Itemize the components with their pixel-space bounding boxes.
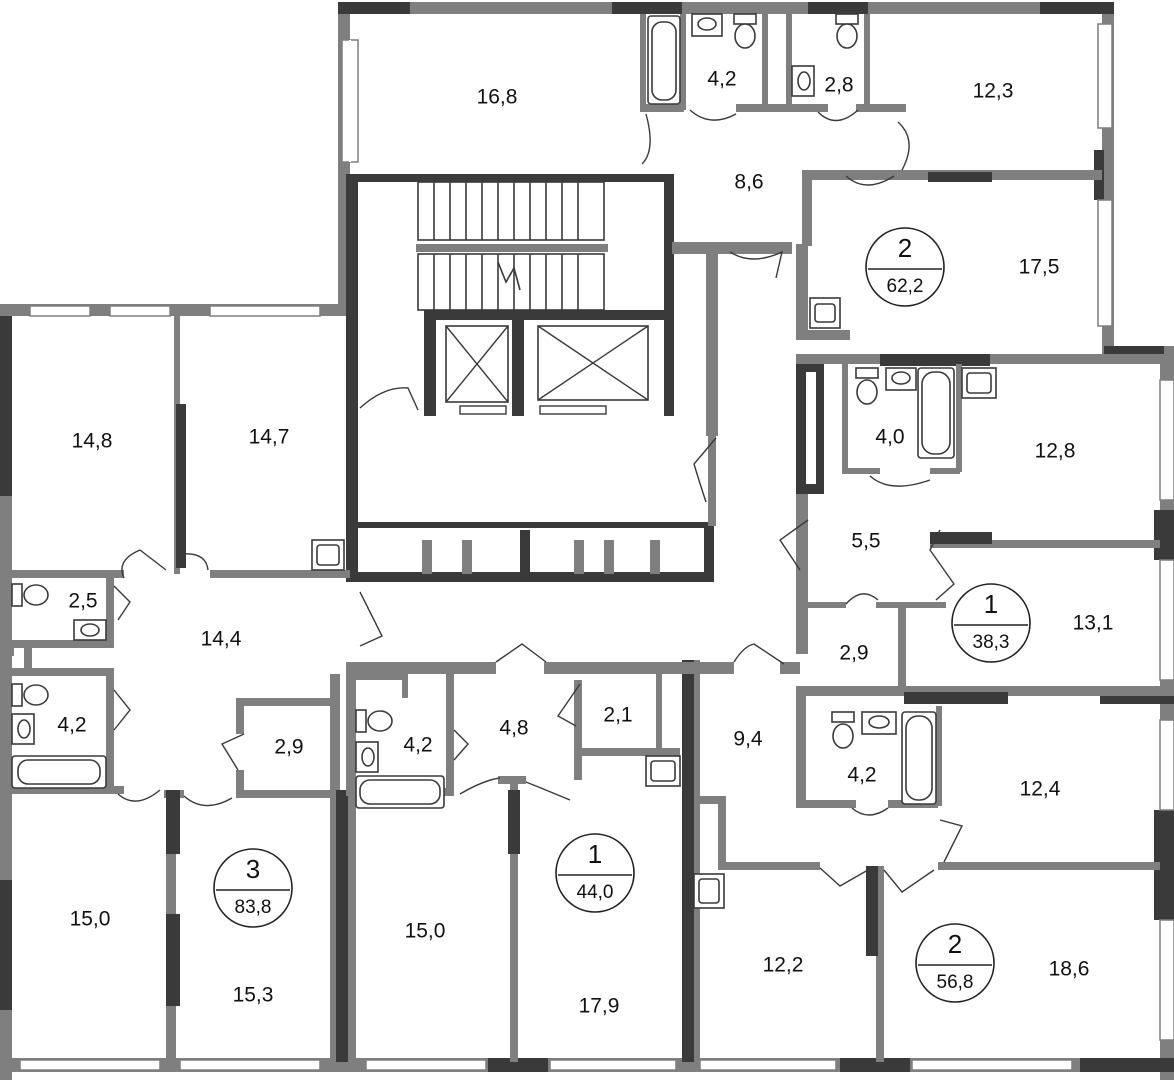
apartment-room-count: 1 bbox=[984, 589, 998, 619]
apartment-room-count: 2 bbox=[898, 233, 912, 263]
room-area: 4,8 bbox=[499, 717, 528, 740]
apartment-badge: 3 83,8 bbox=[213, 848, 293, 928]
apartment-total-area: 83,8 bbox=[235, 897, 272, 918]
room-area: 18,6 bbox=[1049, 958, 1090, 981]
room-area: 13,1 bbox=[1073, 612, 1114, 635]
sink-fixtures bbox=[11, 13, 917, 773]
room-area: 2,5 bbox=[68, 590, 97, 613]
room-area: 14,8 bbox=[72, 430, 113, 453]
apartment-room-count: 1 bbox=[588, 839, 602, 869]
room-area: 4,2 bbox=[57, 714, 86, 737]
apartment-total-area: 38,3 bbox=[973, 632, 1010, 653]
room-area: 15,0 bbox=[405, 920, 446, 943]
room-area: 4,2 bbox=[403, 734, 432, 757]
room-area: 2,8 bbox=[824, 74, 853, 97]
room-area: 9,4 bbox=[733, 728, 763, 751]
apartment-badge: 1 38,3 bbox=[951, 583, 1031, 663]
room-area: 2,9 bbox=[839, 642, 868, 665]
room-area: 16,8 bbox=[477, 86, 518, 109]
interior-walls bbox=[12, 14, 1174, 1062]
apartment-room-count: 2 bbox=[948, 929, 962, 959]
room-area: 8,6 bbox=[734, 171, 763, 194]
room-area: 12,2 bbox=[763, 954, 804, 977]
apartment-badge: 1 44,0 bbox=[555, 833, 635, 913]
room-area-labels: 16,8 4,2 2,8 12,3 8,6 17,5 14,8 14,7 2,5… bbox=[57, 68, 1113, 1018]
shaft-row bbox=[422, 530, 660, 574]
apartment-badge: 2 56,8 bbox=[915, 923, 995, 1003]
room-area: 14,4 bbox=[201, 628, 242, 651]
elevator-shafts bbox=[445, 325, 649, 415]
windows bbox=[19, 23, 1174, 1071]
apartment-total-area: 62,2 bbox=[887, 276, 924, 297]
room-area: 4,2 bbox=[707, 68, 736, 91]
room-area: 4,0 bbox=[875, 426, 904, 449]
toilet-fixtures bbox=[11, 13, 879, 749]
room-area: 12,4 bbox=[1020, 778, 1061, 801]
apartment-total-area: 56,8 bbox=[937, 972, 974, 993]
room-area: 5,5 bbox=[851, 530, 880, 553]
apartment-total-area: 44,0 bbox=[577, 882, 614, 903]
room-area: 14,7 bbox=[249, 426, 290, 449]
bathtub-fixtures bbox=[11, 15, 955, 809]
apartment-badge: 2 62,2 bbox=[865, 227, 945, 307]
room-area: 12,3 bbox=[973, 80, 1014, 103]
room-area: 12,8 bbox=[1035, 440, 1076, 463]
door-swings bbox=[113, 109, 964, 893]
room-area: 15,3 bbox=[233, 984, 274, 1007]
kitchen-sink-fixtures bbox=[311, 297, 997, 909]
room-area: 2,1 bbox=[603, 704, 632, 727]
apartment-room-count: 3 bbox=[246, 854, 260, 884]
room-area: 2,9 bbox=[274, 736, 303, 759]
room-area: 4,2 bbox=[847, 764, 876, 787]
room-area: 17,5 bbox=[1019, 256, 1060, 279]
staircase bbox=[416, 181, 608, 311]
room-area: 17,9 bbox=[579, 995, 620, 1018]
room-area: 15,0 bbox=[70, 908, 111, 931]
stair-elevator-core bbox=[346, 174, 792, 582]
